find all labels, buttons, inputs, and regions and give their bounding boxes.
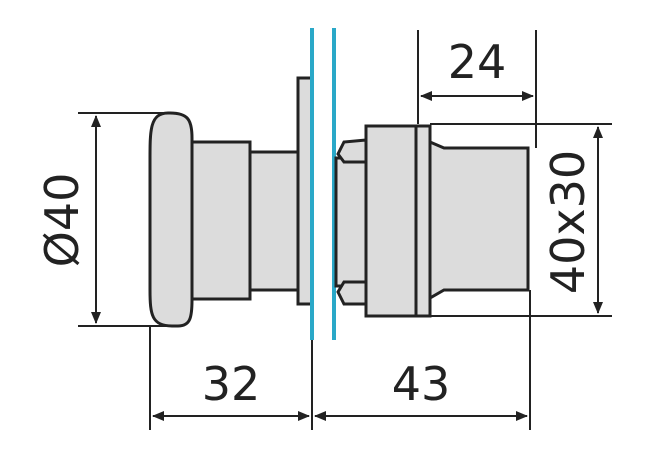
- rear-length-label: 43: [392, 357, 451, 411]
- collar: [190, 140, 252, 301]
- dimension-arrows: [91, 91, 603, 421]
- neck: [248, 150, 300, 292]
- bottom-clip: [336, 280, 368, 306]
- push-button-rear: [334, 124, 530, 318]
- mounting-flange: [296, 76, 314, 306]
- depth-top-label: 24: [448, 35, 507, 89]
- mounting-panel: [310, 28, 336, 340]
- extension-lines: [78, 30, 612, 430]
- top-clip: [336, 138, 368, 164]
- thread-stub: [334, 156, 368, 288]
- push-button-front: [148, 76, 314, 328]
- contact-block: [428, 139, 530, 301]
- head-diameter-label: Ø40: [35, 173, 89, 268]
- mushroom-head: [148, 111, 194, 328]
- fixing-collar: [364, 124, 418, 318]
- front-length-label: 32: [202, 357, 261, 411]
- body-size-label: 40x30: [541, 150, 595, 294]
- fixing-collar-face: [414, 124, 432, 318]
